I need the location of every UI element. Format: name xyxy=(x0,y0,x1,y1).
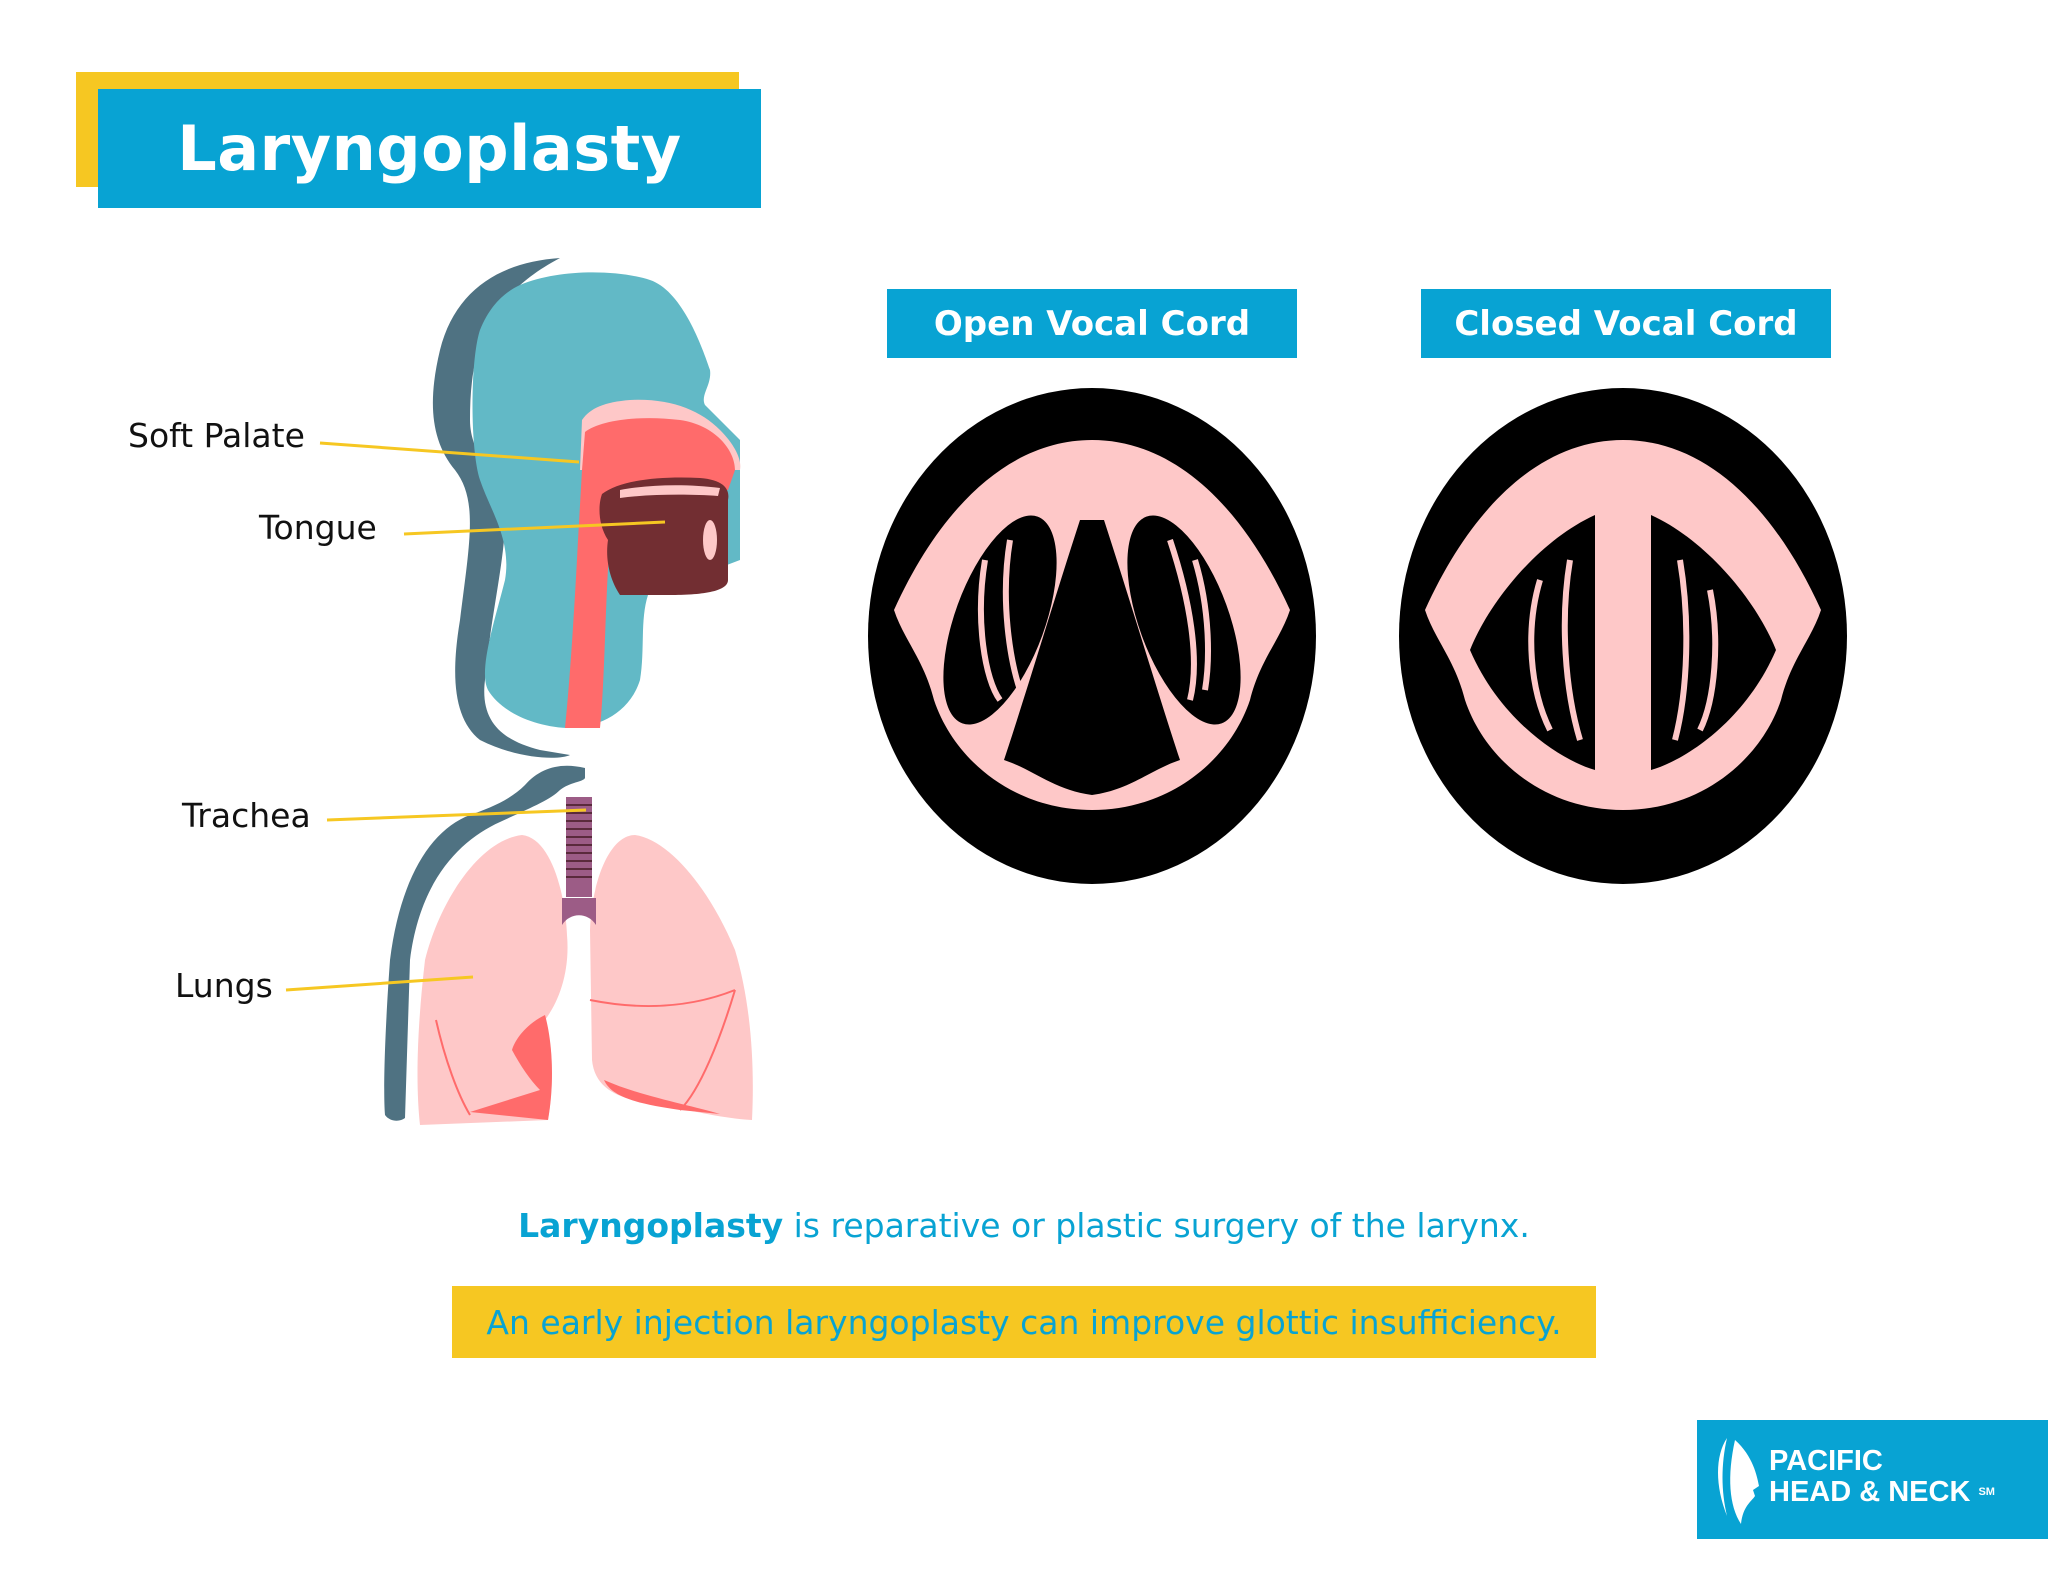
mouth-tongue xyxy=(599,477,729,595)
closed-left-cord xyxy=(1610,515,1618,805)
open-glottis xyxy=(1004,520,1180,795)
definition-text: is reparative or plastic surgery of the … xyxy=(783,1206,1530,1245)
closed-vocal-cord-illustration xyxy=(1399,388,1847,884)
closed-fold-wisps xyxy=(1528,559,1719,741)
lungs-label: Lungs xyxy=(175,966,273,1005)
closed-right-cord xyxy=(1628,515,1636,805)
trachea-label: Trachea xyxy=(182,796,311,835)
head-illustration xyxy=(432,258,741,758)
tongue-leader xyxy=(403,520,666,536)
leader-lines xyxy=(285,441,666,992)
face-profile-icon xyxy=(1718,1438,1759,1524)
tongue-label: Tongue xyxy=(259,508,377,547)
shoulder-outline xyxy=(384,765,585,1121)
closed-vocal-cord-label: Closed Vocal Cord xyxy=(1421,289,1831,358)
upper-teeth xyxy=(620,485,720,498)
front-teeth xyxy=(703,520,717,560)
trachea-leader xyxy=(326,808,587,822)
soft-palate-leader xyxy=(319,441,580,464)
left-lung-lower-lobe xyxy=(470,1015,552,1120)
open-right-cord xyxy=(1167,539,1211,701)
highlight-note-text: An early injection laryngoplasty can imp… xyxy=(486,1302,1562,1342)
service-mark: SM xyxy=(1978,1486,1995,1498)
page-title: Laryngoplasty xyxy=(177,112,682,185)
open-vocal-cord-illustration xyxy=(868,388,1316,884)
logo-wordmark: PACIFIC HEAD & NECK SM xyxy=(1769,1446,1995,1508)
definition-term: Laryngoplasty xyxy=(518,1206,784,1245)
left-lung-fissure xyxy=(435,1019,471,1116)
highlight-note: An early injection laryngoplasty can imp… xyxy=(452,1286,1596,1358)
right-lung xyxy=(590,835,753,1120)
right-lung-fissure xyxy=(589,989,736,1111)
logo-line-1: PACIFIC xyxy=(1769,1445,1883,1477)
logo-line-2: HEAD & NECK xyxy=(1769,1476,1971,1508)
lungs-illustration xyxy=(384,765,753,1125)
lungs-leader xyxy=(285,975,474,992)
title-banner: Laryngoplasty xyxy=(98,89,761,208)
open-vocal-cord-label: Open Vocal Cord xyxy=(887,289,1297,358)
bronchi xyxy=(562,898,596,925)
trachea-rings xyxy=(566,804,592,878)
soft-palate-label: Soft Palate xyxy=(128,416,305,455)
brand-logo: PACIFIC HEAD & NECK SM xyxy=(1697,1420,2048,1539)
right-lung-lower-lobe xyxy=(604,1080,720,1114)
open-right-ventricle xyxy=(1127,515,1241,725)
definition-caption: Laryngoplasty is reparative or plastic s… xyxy=(0,1206,2048,1245)
open-left-cord xyxy=(978,539,1023,702)
open-left-ventricle xyxy=(943,515,1057,725)
